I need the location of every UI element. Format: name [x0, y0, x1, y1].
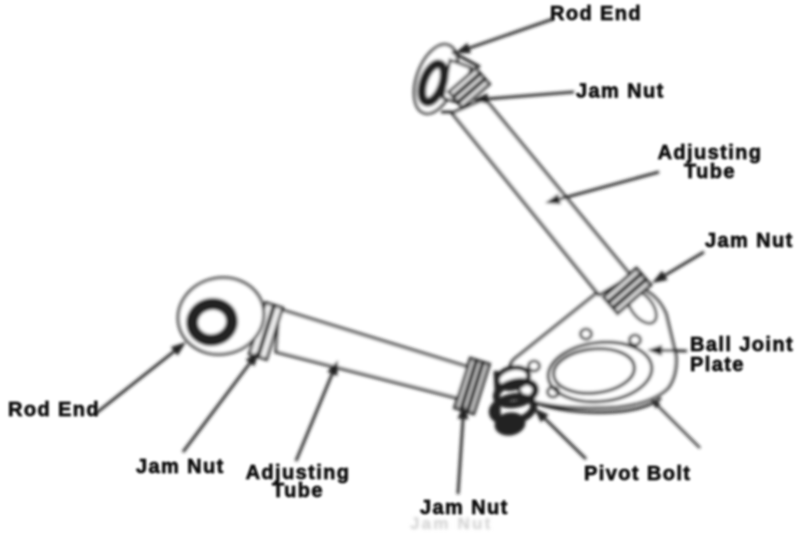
svg-text:Plate: Plate [690, 354, 745, 376]
svg-text:Adjusting: Adjusting [246, 462, 351, 484]
svg-text:Tube: Tube [272, 480, 324, 502]
svg-text:Pivot Bolt: Pivot Bolt [584, 463, 691, 485]
svg-text:Jam Nut: Jam Nut [410, 514, 492, 533]
svg-text:Rod End: Rod End [8, 399, 100, 421]
svg-text:Jam Nut: Jam Nut [705, 230, 794, 252]
svg-text:Jam Nut: Jam Nut [576, 81, 665, 103]
svg-text:Tube: Tube [684, 161, 736, 183]
svg-text:Jam Nut: Jam Nut [420, 497, 509, 519]
svg-text:Adjusting: Adjusting [658, 142, 763, 164]
svg-text:Jam Nut: Jam Nut [136, 456, 225, 478]
svg-text:Ball Joint: Ball Joint [690, 334, 794, 356]
svg-text:Rod End: Rod End [550, 3, 642, 25]
